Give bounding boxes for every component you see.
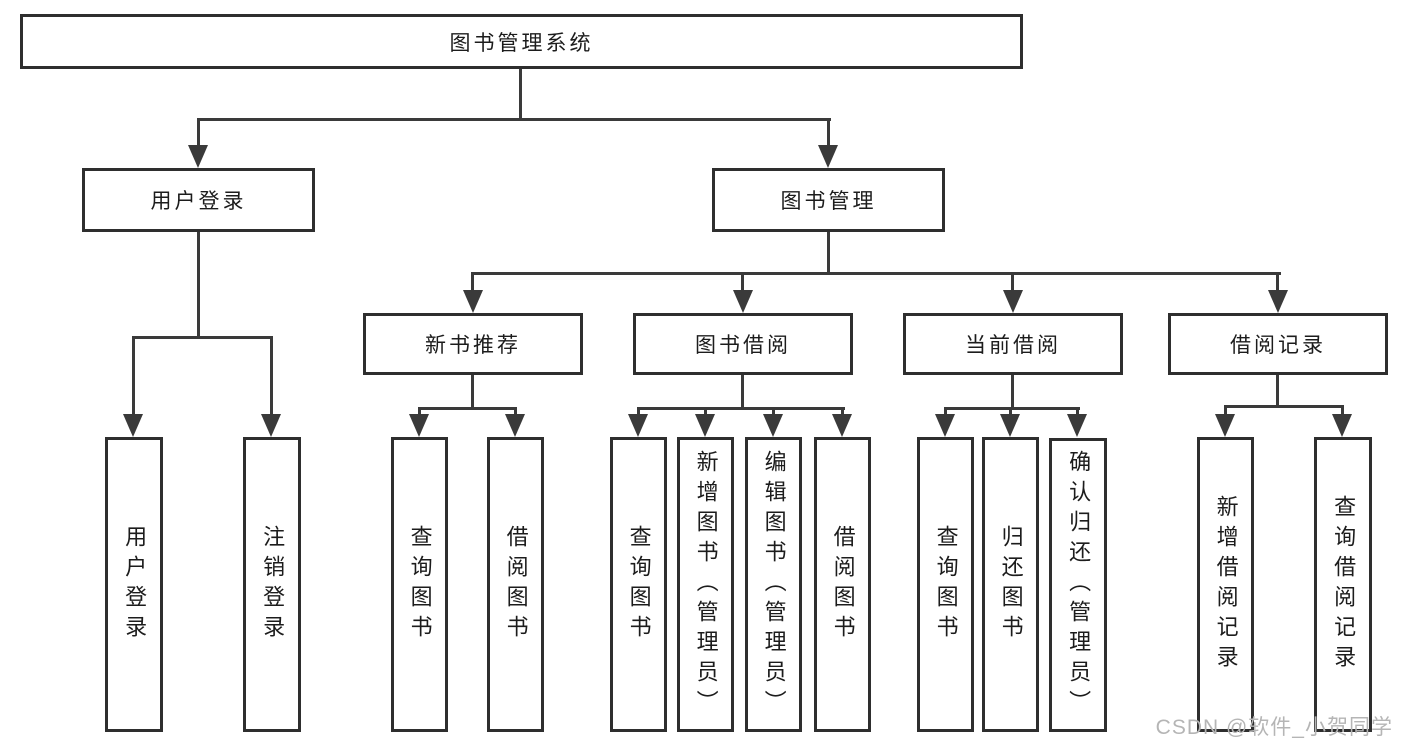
arrowhead-icon [832,414,852,437]
connector-line [132,336,135,416]
node-new-book-recommend: 新书推荐 [363,313,583,375]
arrowhead-icon [935,414,955,437]
node-book-borrowing: 图书借阅 [633,313,853,375]
arrowhead-icon [733,290,753,313]
node-label: 图书借阅 [695,334,791,357]
connector-line [1224,405,1344,408]
connector-line [471,375,474,409]
connector-line [827,118,830,148]
connector-line [197,232,200,338]
leaf-nb-query-books: 查询图书 [391,437,448,732]
arrowhead-icon [505,414,525,437]
leaf-user-login: 用户登录 [105,437,163,732]
node-current-borrowing: 当前借阅 [903,313,1123,375]
arrowhead-icon [188,145,208,168]
leaf-label: 归还图书 [998,524,1024,645]
leaf-label: 借阅图书 [830,524,856,645]
leaf-label: 编辑图书（管理员） [761,449,787,720]
arrowhead-icon [1067,414,1087,437]
connector-line [1276,272,1279,292]
leaf-label: 确认归还（管理员） [1066,450,1092,720]
arrowhead-icon [628,414,648,437]
connector-line [270,336,273,416]
arrowhead-icon [763,414,783,437]
leaf-label: 查询图书 [626,524,652,645]
leaf-label: 注销登录 [260,524,286,645]
leaf-br-add-record: 新增借阅记录 [1197,437,1254,732]
leaf-bb-query-books: 查询图书 [610,437,667,732]
leaf-cb-confirm-return-admin: 确认归还（管理员） [1049,438,1107,732]
leaf-label: 新增图书（管理员） [693,449,719,720]
connector-line [944,407,1080,410]
leaf-nb-borrow-books: 借阅图书 [487,437,544,732]
node-label: 当前借阅 [965,334,1061,357]
leaf-bb-add-book-admin: 新增图书（管理员） [677,437,734,732]
connector-line [1011,375,1014,409]
leaf-br-query-record: 查询借阅记录 [1314,437,1372,732]
node-label: 用户登录 [150,190,247,213]
node-book-management: 图书管理 [712,168,945,232]
leaf-label: 查询借阅记录 [1331,494,1357,675]
connector-line [471,272,474,292]
connector-line [418,407,517,410]
leaf-cb-query-books: 查询图书 [917,437,974,732]
arrowhead-icon [261,414,281,437]
node-borrowing-records: 借阅记录 [1168,313,1388,375]
arrowhead-icon [1003,290,1023,313]
connector-line [197,118,831,121]
leaf-cb-return-books: 归还图书 [982,437,1039,732]
leaf-label: 用户登录 [122,524,148,645]
leaf-label: 借阅图书 [503,524,529,645]
arrowhead-icon [818,145,838,168]
connector-line [132,336,273,339]
arrowhead-icon [1215,414,1235,437]
leaf-label: 新增借阅记录 [1213,494,1239,675]
node-label: 图书管理系统 [449,31,594,55]
arrowhead-icon [1332,414,1352,437]
arrowhead-icon [1268,290,1288,313]
connector-line [637,407,845,410]
arrowhead-icon [409,414,429,437]
arrowhead-icon [1000,414,1020,437]
leaf-logout: 注销登录 [243,437,301,732]
connector-line [519,69,522,120]
node-label: 借阅记录 [1230,334,1326,357]
watermark: CSDN @软件_小贺同学 [1155,716,1393,739]
node-user-login: 用户登录 [82,168,315,232]
connector-line [1341,405,1344,421]
connector-line [741,272,744,292]
arrowhead-icon [123,414,143,437]
node-book-management-system: 图书管理系统 [20,14,1023,69]
node-label: 图书管理 [780,190,877,213]
leaf-bb-edit-book-admin: 编辑图书（管理员） [745,437,802,732]
node-label: 新书推荐 [425,334,521,357]
connector-line [471,272,1281,275]
arrowhead-icon [463,290,483,313]
arrowhead-icon [695,414,715,437]
leaf-label: 查询图书 [407,524,433,645]
leaf-label: 查询图书 [933,524,959,645]
connector-line [197,118,200,148]
leaf-bb-borrow-books: 借阅图书 [814,437,871,732]
connector-line [1224,405,1227,421]
connector-line [1011,272,1014,292]
connector-line [827,232,830,274]
connector-line [1276,375,1279,407]
connector-line [741,375,744,409]
